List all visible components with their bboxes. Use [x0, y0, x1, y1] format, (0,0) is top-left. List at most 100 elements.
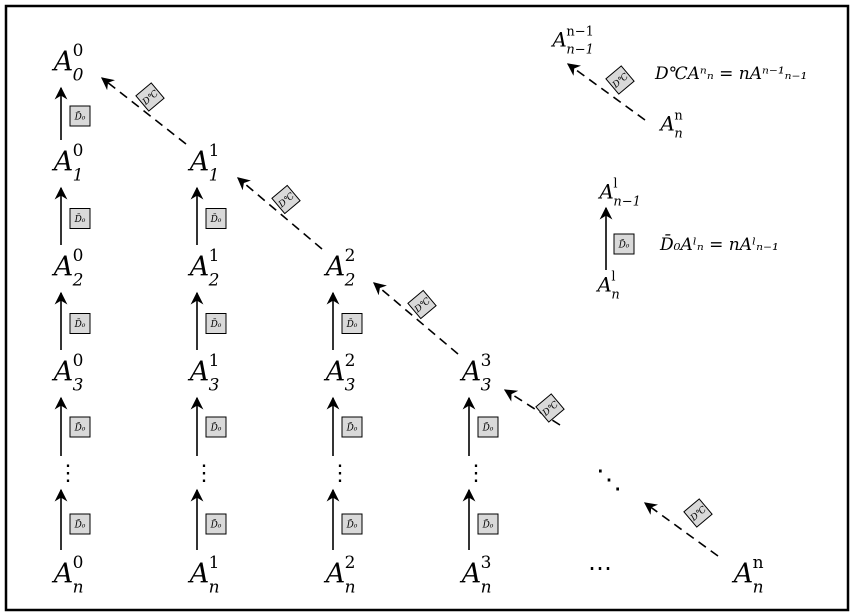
node-superscript: 3 [481, 553, 492, 573]
node-subscript: 3 [73, 375, 84, 395]
outer-frame [4, 4, 850, 612]
node-superscript: 2 [345, 246, 356, 266]
node-symbol: A [459, 357, 482, 388]
diagonal-arrow [503, 389, 561, 426]
diagonal-arrow [643, 502, 719, 557]
node-symbol: A [597, 179, 613, 203]
node-superscript: 1 [209, 553, 220, 573]
node-superscript: 0 [73, 246, 84, 266]
svg-text:D̄₀: D̄₀ [74, 422, 86, 434]
node-symbol: A [51, 559, 74, 590]
node-subscript: 2 [72, 270, 84, 290]
node-symbol: A [323, 252, 346, 283]
node-symbol: A [51, 47, 74, 78]
node-superscript: n−1 [566, 25, 594, 40]
node-subscript: n [753, 577, 764, 597]
legend-diagonal-operator-box: D℃ [605, 65, 635, 95]
node-subscript: n−1 [566, 43, 594, 58]
node-superscript: 0 [73, 553, 84, 573]
horizontal-ellipsis: ⋯ [588, 554, 612, 582]
svg-text:D̄₀: D̄₀ [74, 519, 86, 531]
node-subscript: n [73, 577, 84, 597]
node-subscript: 1 [209, 165, 220, 185]
diagonal-operator-box: D℃ [271, 184, 301, 215]
diagonal-operator-box: D℃ [135, 82, 165, 112]
svg-text:D̄₀: D̄₀ [74, 318, 86, 330]
svg-text:D̄₀: D̄₀ [210, 318, 222, 330]
node-subscript: 3 [345, 375, 356, 395]
diagonal-arrow [100, 77, 187, 145]
node-superscript: l [611, 270, 615, 285]
vertical-operator-box: D̄₀ [69, 513, 91, 535]
legend-layer: D℃Aⁿₙ = nAⁿ⁻¹ₙ₋₁ D̄₀Aˡₙ = nAˡₙ₋₁ [654, 64, 807, 255]
node-superscript: 0 [73, 41, 84, 61]
vertical-ellipsis: ⋮ [329, 461, 351, 486]
node-superscript: n [674, 109, 683, 124]
diagonal-operator-box: D℃ [683, 498, 713, 528]
node-symbol: A [323, 559, 346, 590]
svg-text:D̄₀: D̄₀ [618, 239, 630, 251]
svg-text:D̄₀: D̄₀ [482, 422, 494, 434]
svg-text:D̄₀: D̄₀ [346, 519, 358, 531]
node-superscript: 2 [345, 553, 356, 573]
node-subscript: 0 [73, 65, 84, 85]
vertical-ellipsis: ⋮ [193, 461, 215, 486]
node-subscript: 3 [209, 375, 220, 395]
node-superscript: 2 [345, 351, 356, 371]
node-superscript: l [613, 177, 617, 192]
legend-vertical-equation: D̄₀Aˡₙ = nAˡₙ₋₁ [659, 233, 779, 255]
node-superscript: 0 [73, 141, 84, 161]
diagonal-ellipsis: ⋱ [596, 465, 622, 495]
svg-text:D̄₀: D̄₀ [74, 213, 86, 225]
node-symbol: A [187, 357, 210, 388]
node-symbol: A [731, 559, 754, 590]
diagonal-arrow [373, 282, 459, 355]
node-symbol: A [459, 559, 482, 590]
vertical-operator-box: D̄₀ [477, 513, 499, 535]
node-subscript: 2 [208, 270, 220, 290]
diagonal-operator-box: D℃ [407, 289, 437, 320]
node-symbol: A [323, 357, 346, 388]
svg-text:D̄₀: D̄₀ [482, 519, 494, 531]
node-symbol: A [187, 252, 210, 283]
legend-diagonal-equation: D℃Aⁿₙ = nAⁿ⁻¹ₙ₋₁ [654, 64, 807, 84]
node-subscript: 1 [73, 165, 84, 185]
vertical-operator-box: D̄₀ [205, 416, 227, 438]
vertical-ellipsis: ⋮ [465, 461, 487, 486]
vertical-operator-box: D̄₀ [341, 513, 363, 535]
node-symbol: A [187, 559, 210, 590]
svg-text:D̄₀: D̄₀ [346, 318, 358, 330]
legend-vertical-operator-box: D̄₀ [613, 233, 635, 255]
svg-text:D̄₀: D̄₀ [210, 422, 222, 434]
svg-text:D̄₀: D̄₀ [210, 213, 222, 225]
svg-text:D̄₀: D̄₀ [210, 519, 222, 531]
node-symbol: A [51, 357, 74, 388]
diagonal-operator-box: D℃ [535, 393, 565, 423]
vertical-operator-box: D̄₀ [205, 513, 227, 535]
vertical-ellipsis: ⋮ [57, 461, 79, 486]
node-superscript: 3 [481, 351, 492, 371]
node-symbol: A [51, 147, 74, 178]
node-superscript: 1 [209, 246, 220, 266]
node-symbol: A [550, 27, 566, 51]
operator-boxes-layer: D̄₀ D̄₀ D̄₀ D̄₀ D̄₀ D̄₀ D̄₀ D̄₀ D̄₀ D̄₀ D̄₀ D̄₀ D̄₀ D… [69, 65, 713, 535]
vertical-operator-box: D̄₀ [341, 416, 363, 438]
node-symbol: A [187, 147, 210, 178]
node-subscript: n [611, 288, 619, 303]
vertical-operator-box: D̄₀ [69, 105, 91, 127]
legend-diagonal-arrow [566, 63, 646, 121]
vertical-operator-box: D̄₀ [477, 416, 499, 438]
node-subscript: n [345, 577, 356, 597]
node-subscript: 2 [344, 270, 356, 290]
